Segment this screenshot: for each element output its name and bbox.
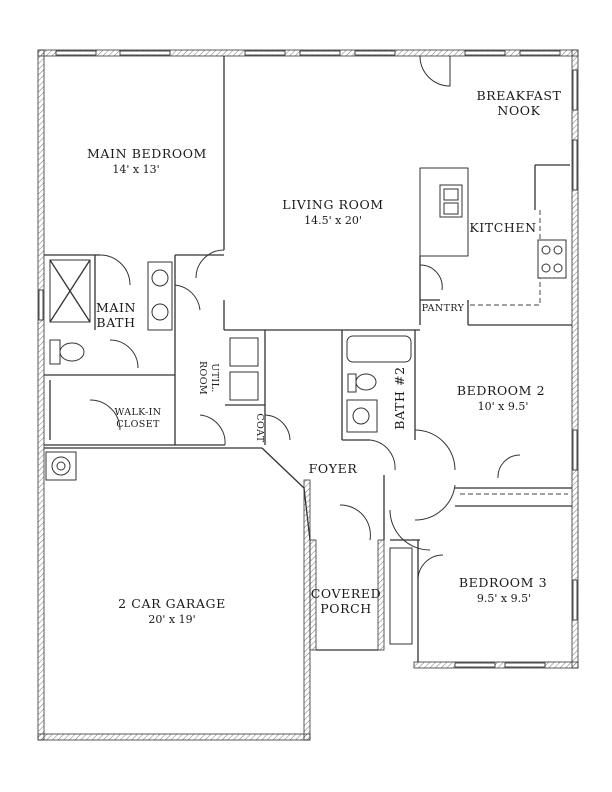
main-bath-label-1: MAIN — [96, 300, 136, 315]
util-label-1: UTIL. — [209, 363, 220, 392]
dryer — [229, 371, 259, 401]
room-labels: MAIN BEDROOM 14' x 13' LIVING ROOM 14.5'… — [87, 88, 561, 626]
bedroom3-label: BEDROOM 3 — [459, 575, 547, 590]
closet-label-2: CLOSET — [116, 419, 160, 430]
porch-label-2: PORCH — [320, 601, 372, 616]
garage-label: 2 CAR GARAGE — [118, 596, 226, 611]
kitchen-label: KITCHEN — [469, 220, 536, 235]
porch-label-1: COVERED — [311, 586, 382, 601]
util-label-2: ROOM — [197, 361, 208, 395]
bedroom3-dim: 9.5' x 9.5' — [477, 592, 531, 605]
main-bedroom-label: MAIN BEDROOM — [87, 146, 207, 161]
interior-walls — [44, 56, 572, 662]
breakfast-label-2: NOOK — [497, 103, 540, 118]
bath2-label: BATH #2 — [392, 366, 407, 429]
bedroom2-dim: 10' x 9.5' — [478, 400, 529, 413]
foyer-label: FOYER — [309, 461, 358, 476]
coat-label: COAT — [254, 413, 265, 443]
living-room-dim: 14.5' x 20' — [304, 214, 362, 227]
breakfast-label-1: BREAKFAST — [476, 88, 561, 103]
bedroom2-label: BEDROOM 2 — [457, 383, 545, 398]
garage-dim: 20' x 19' — [148, 613, 195, 626]
fixtures — [45, 184, 567, 481]
living-room-label: LIVING ROOM — [282, 197, 383, 212]
pantry-label: PANTRY — [422, 303, 465, 314]
main-bath-label-2: BATH — [96, 315, 135, 330]
windows — [38, 50, 578, 668]
main-bedroom-dim: 14' x 13' — [112, 163, 159, 176]
washer — [229, 337, 259, 367]
bathtub — [346, 335, 412, 363]
doors — [89, 55, 521, 581]
closet-label-1: WALK-IN — [115, 407, 162, 418]
range — [537, 239, 567, 279]
